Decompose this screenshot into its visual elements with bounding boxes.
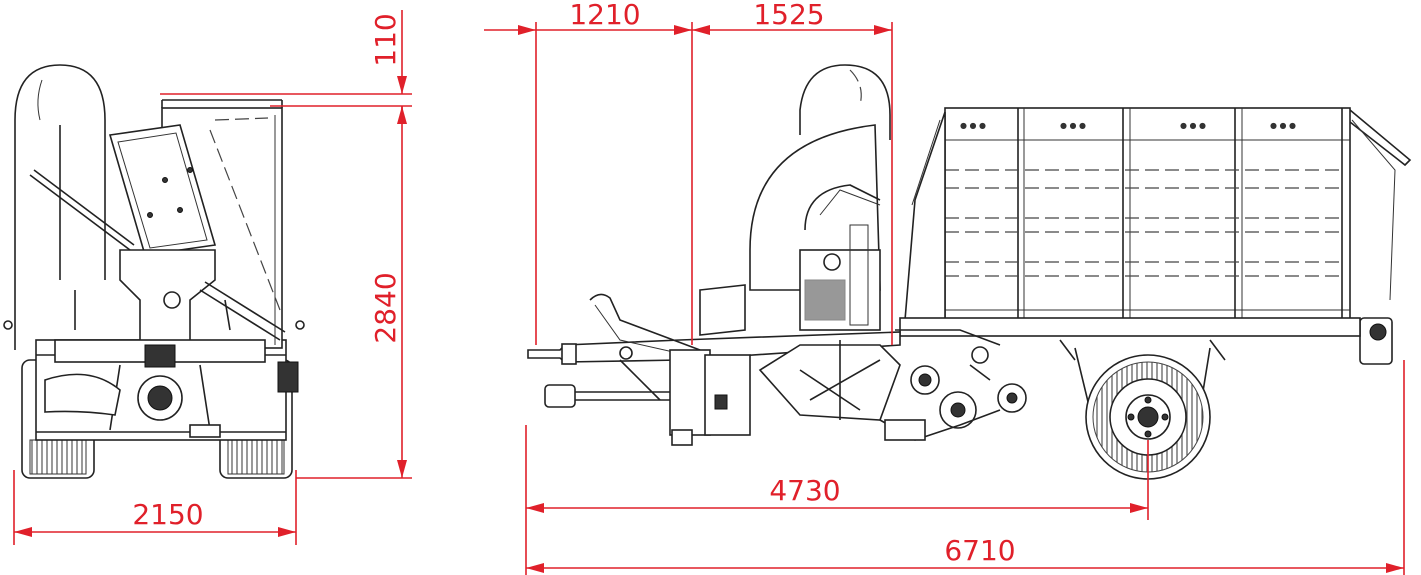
wagon-body: ● ● ● ● ● ● ● ● ● ● ● ● xyxy=(904,107,1412,365)
drawbar-to-intake-label: 1210 xyxy=(569,0,640,31)
svg-text:● ● ●: ● ● ● xyxy=(1060,121,1086,130)
top-offset-label: 110 xyxy=(369,13,402,66)
front-hatch xyxy=(108,124,217,256)
front-view xyxy=(3,64,305,479)
pickup-unit xyxy=(758,329,1027,441)
dimension-total-length: 6710 xyxy=(526,360,1405,575)
total-height-label: 2840 xyxy=(369,272,402,343)
dimension-total-height: 2840 xyxy=(270,105,412,479)
dimension-intake-to-body: 1525 xyxy=(692,0,893,345)
svg-text:● ● ●: ● ● ● xyxy=(960,121,986,130)
dimension-annotations: 2150 2840 110 1210 xyxy=(13,0,1405,575)
svg-text:● ● ●: ● ● ● xyxy=(1180,121,1206,130)
svg-text:● ● ●: ● ● ● xyxy=(1270,121,1296,130)
total-length-label: 6710 xyxy=(944,534,1015,567)
dimension-drawbar-to-intake: 1210 xyxy=(484,0,693,345)
drawbar xyxy=(527,293,901,365)
dimension-front-width: 2150 xyxy=(13,470,297,545)
front-width-label: 2150 xyxy=(132,498,203,531)
side-wheel xyxy=(1085,354,1211,480)
intake-to-body-label: 1525 xyxy=(753,0,824,31)
drawbar-to-axle-label: 4730 xyxy=(769,474,840,507)
dimension-drawbar-to-axle: 4730 xyxy=(525,425,1149,575)
dimension-top-offset: 110 xyxy=(160,10,412,118)
pto-shaft xyxy=(544,359,680,408)
side-view: ● ● ● ● ● ● ● ● ● ● ● ● xyxy=(527,64,1412,480)
blower-housing xyxy=(749,64,891,331)
